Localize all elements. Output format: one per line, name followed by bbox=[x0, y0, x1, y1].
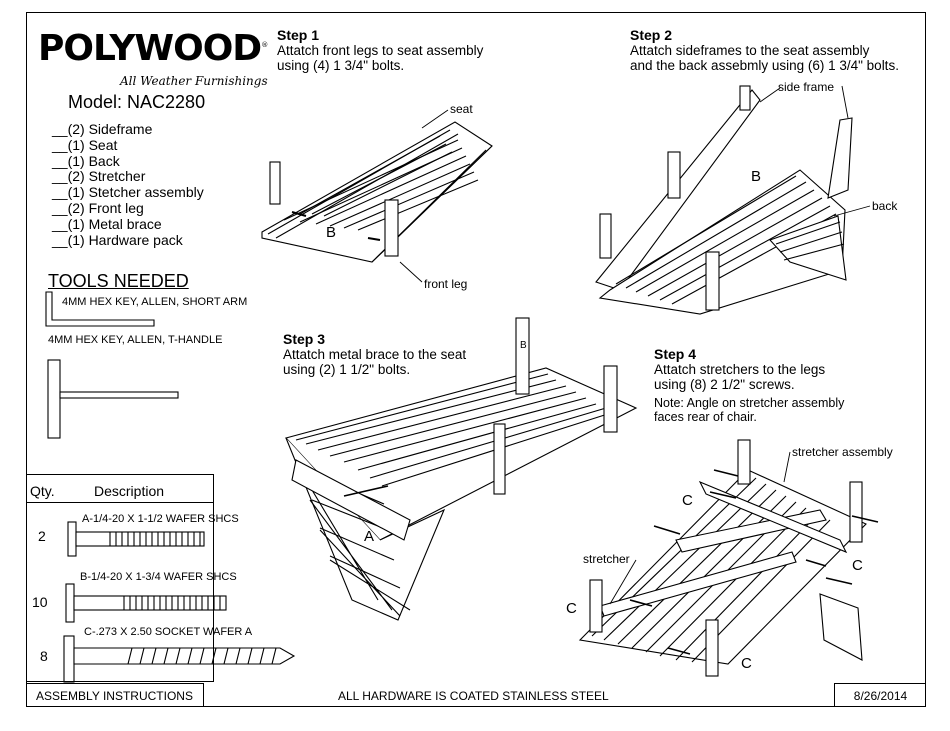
tool-short-arm-label: 4MM HEX KEY, ALLEN, SHORT ARM bbox=[62, 296, 248, 308]
callout-screw-c-4: C bbox=[741, 655, 752, 672]
brand-name: POLYWOOD bbox=[38, 28, 262, 69]
callout-screw-c-3: C bbox=[566, 600, 577, 617]
step-4: Step 4 Attatch stretchers to the legs us… bbox=[654, 346, 844, 424]
step-2-title: Step 2 bbox=[630, 27, 673, 43]
parts-list-item: __(1) Metal brace bbox=[52, 215, 162, 232]
hardware-qty-b: 10 bbox=[32, 594, 48, 610]
callout-back: back bbox=[872, 199, 898, 213]
footer-date: 8/26/2014 bbox=[834, 683, 926, 707]
step4-chair-drawing bbox=[578, 439, 879, 677]
callout-stretcher: stretcher bbox=[583, 552, 630, 566]
brand-logo: POLYWOOD® bbox=[38, 28, 268, 69]
callout-screw-c-1: C bbox=[682, 492, 693, 509]
footer-title: ASSEMBLY INSTRUCTIONS bbox=[26, 683, 204, 707]
hardware-qty-a: 2 bbox=[38, 528, 46, 544]
parts-list-item: __(1) Stetcher assembly bbox=[52, 184, 204, 201]
registered-mark: ® bbox=[261, 41, 268, 49]
parts-list-item: __(2) Front leg bbox=[52, 199, 144, 216]
hardware-drawing bbox=[63, 521, 296, 683]
callout-side-frame: side frame bbox=[778, 80, 835, 94]
step3-chair-drawing bbox=[284, 317, 638, 621]
parts-list-item: __(1) Hardware pack bbox=[52, 231, 183, 248]
hardware-desc-c: C-.273 X 2.50 SOCKET WAFER A bbox=[84, 626, 253, 638]
step-4-title: Step 4 bbox=[654, 346, 697, 362]
step-1-line-1: Attatch front legs to seat assembly bbox=[277, 43, 484, 58]
step-4-line-1: Attatch stretchers to the legs bbox=[654, 362, 826, 377]
callout-screw-c-2: C bbox=[852, 557, 863, 574]
hardware-table-divider bbox=[26, 502, 214, 503]
callout-seat: seat bbox=[450, 102, 473, 116]
callout-bolt-a: A bbox=[364, 528, 375, 545]
step-1-line-2: using (4) 1 3/4" bolts. bbox=[277, 58, 405, 73]
step-3-title: Step 3 bbox=[283, 331, 326, 347]
hardware-qty-c: 8 bbox=[40, 648, 48, 664]
callout-bolt-b-step1: B bbox=[326, 224, 337, 241]
tools-title: TOOLS NEEDED bbox=[48, 271, 189, 291]
step-2: Step 2 Attatch sideframes to the seat as… bbox=[630, 27, 899, 73]
step-4-line-2: using (8) 2 1/2" screws. bbox=[654, 377, 795, 392]
description-header: Description bbox=[94, 483, 165, 499]
step2-chair-drawing bbox=[595, 85, 853, 315]
step-4-note-1: Note: Angle on stretcher assembly bbox=[654, 396, 845, 410]
parts-list-item: __(1) Back bbox=[52, 152, 120, 169]
step-1: Step 1 Attatch front legs to seat assemb… bbox=[277, 27, 483, 73]
step-3-line-2: using (2) 1 1/2" bolts. bbox=[283, 362, 411, 377]
callout-stretcher-assembly: stretcher assembly bbox=[792, 445, 893, 459]
drawing-frame bbox=[26, 12, 926, 707]
parts-list-item: __(1) Seat bbox=[52, 136, 118, 153]
step-3-line-1: Attatch metal brace to the seat bbox=[283, 347, 467, 362]
parts-list: __(2) Sideframe __(1) Seat __(1) Back __… bbox=[52, 121, 204, 248]
hardware-desc-a: A-1/4-20 X 1-1/2 WAFER SHCS bbox=[82, 513, 239, 525]
step-2-line-2: and the back assebmly using (6) 1 3/4" b… bbox=[630, 58, 899, 73]
leg-mark-b: B bbox=[520, 340, 527, 351]
hardware-desc-b: B-1/4-20 X 1-3/4 WAFER SHCS bbox=[80, 571, 237, 583]
hardware-table bbox=[26, 474, 214, 682]
step-1-title: Step 1 bbox=[277, 27, 320, 43]
callout-front-leg: front leg bbox=[424, 277, 468, 291]
parts-list-item: __(2) Stretcher bbox=[52, 168, 146, 185]
tool-t-handle-label: 4MM HEX KEY, ALLEN, T-HANDLE bbox=[48, 334, 223, 346]
qty-header: Qty. bbox=[30, 483, 55, 499]
step-3: Step 3 Attatch metal brace to the seat u… bbox=[283, 331, 466, 377]
tools-drawing bbox=[45, 291, 179, 439]
model-number: Model: NAC2280 bbox=[68, 92, 206, 112]
brand-tagline: All Weather Furnishings bbox=[120, 74, 268, 88]
parts-list-item: __(2) Sideframe bbox=[52, 121, 153, 137]
callout-bolt-b-step2: B bbox=[751, 168, 762, 185]
callout-leaders bbox=[399, 85, 871, 605]
step-2-line-1: Attatch sideframes to the seat assembly bbox=[630, 43, 870, 58]
footer-note: ALL HARDWARE IS COATED STAINLESS STEEL bbox=[338, 689, 609, 703]
step1-seat-drawing bbox=[261, 121, 493, 263]
step-4-note-2: faces rear of chair. bbox=[654, 410, 757, 424]
